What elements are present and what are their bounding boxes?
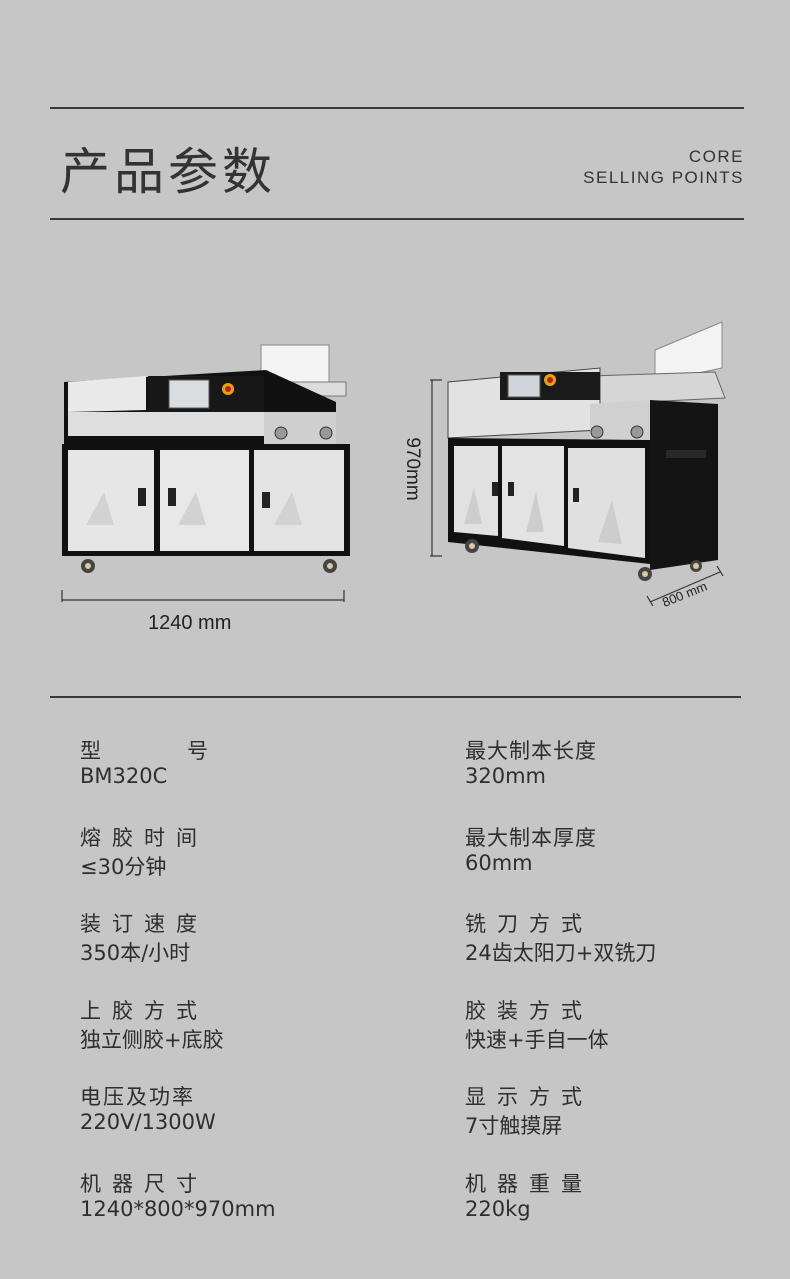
height-dimension-label: 970mm bbox=[402, 437, 423, 501]
spec-value: BM320C bbox=[80, 764, 168, 788]
spec-label: 机器重量 bbox=[465, 1171, 593, 1196]
spec-label: 熔胶时间 bbox=[80, 825, 208, 850]
spec-value: 1240*800*970mm bbox=[80, 1196, 276, 1221]
spec-value: 320mm bbox=[465, 764, 546, 788]
spec-value: 350本/小时 bbox=[80, 941, 191, 965]
spec-value: 7寸触摸屏 bbox=[465, 1114, 563, 1138]
depth-dimension-line bbox=[646, 566, 724, 606]
header-divider bbox=[50, 218, 744, 220]
spec-label: 型号 bbox=[80, 739, 208, 763]
spec-label: 最大制本长度 bbox=[465, 739, 597, 763]
page-title: 产品参数 bbox=[60, 143, 276, 201]
spec-label: 电压及功率 bbox=[80, 1085, 195, 1109]
spec-value: 24齿太阳刀+双铣刀 bbox=[465, 941, 657, 965]
spec-label: 装订速度 bbox=[80, 912, 208, 936]
spec-label: 显示方式 bbox=[465, 1085, 593, 1109]
machine-front-view bbox=[62, 344, 350, 573]
spec-label: 胶装方式 bbox=[465, 998, 593, 1023]
top-divider bbox=[50, 107, 744, 109]
height-dimension-line bbox=[430, 379, 442, 557]
spec-value: ≤30分钟 bbox=[80, 854, 167, 879]
spec-label: 最大制本厚度 bbox=[465, 825, 597, 850]
spec-value: 独立侧胶+底胶 bbox=[80, 1027, 224, 1052]
spec-label: 机器尺寸 bbox=[80, 1171, 208, 1196]
width-dimension-label: 1240 mm bbox=[148, 612, 232, 634]
spec-label: 铣刀方式 bbox=[465, 912, 593, 936]
spec-value: 220kg bbox=[465, 1196, 531, 1221]
core-line-2: SELLING POINTS bbox=[583, 168, 744, 187]
width-dimension-line bbox=[61, 590, 345, 602]
specs-divider bbox=[50, 696, 741, 698]
spec-value: 220V/1300W bbox=[80, 1110, 216, 1134]
spec-label: 上胶方式 bbox=[80, 998, 208, 1023]
spec-value: 快速+手自一体 bbox=[465, 1027, 609, 1052]
machine-side-view bbox=[447, 321, 726, 581]
core-selling-points: CORE SELLING POINTS bbox=[583, 146, 744, 188]
spec-value: 60mm bbox=[465, 850, 533, 875]
core-line-1: CORE bbox=[688, 147, 744, 166]
